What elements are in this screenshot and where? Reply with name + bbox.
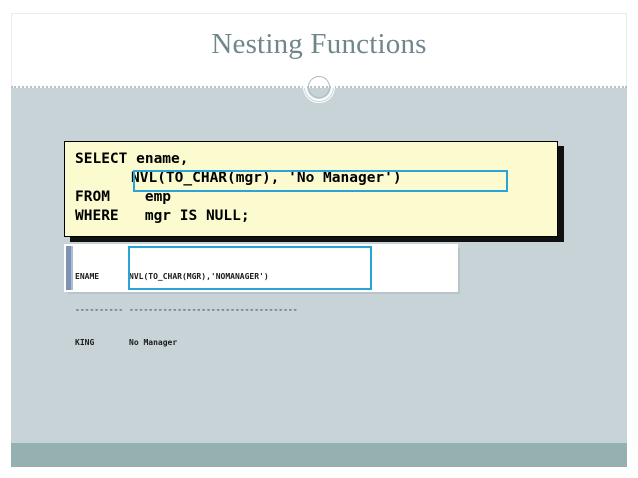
result-header-row: ENAME NVL(TO_CHAR(MGR),'NOMANAGER') — [75, 271, 450, 282]
table-row: KING No Manager — [75, 337, 450, 348]
code-line-where: WHERE mgr IS NULL; — [75, 208, 250, 224]
page-title: Nesting Functions — [211, 28, 427, 60]
result-separator-col-a: ---------- — [75, 305, 124, 314]
code-line-select: SELECT ename, — [75, 151, 189, 167]
code-line-from: FROM emp — [75, 189, 172, 205]
result-header-ename: ENAME — [75, 272, 100, 281]
result-left-accent-bar-secondary — [71, 246, 73, 290]
footer-band — [11, 443, 627, 467]
result-cell-nvl-value: No Manager — [129, 338, 178, 347]
query-result-panel: ENAME NVL(TO_CHAR(MGR),'NOMANAGER') ----… — [64, 244, 458, 347]
result-separator-col-b: ----------------------------------- — [129, 305, 298, 314]
result-separator-row: ---------- -----------------------------… — [75, 304, 450, 315]
result-grid: ENAME NVL(TO_CHAR(MGR),'NOMANAGER') ----… — [75, 249, 450, 370]
sql-code-block: SELECT ename, NVL(TO_CHAR(mgr), 'No Mana… — [64, 141, 558, 237]
result-header-nvl-expression: NVL(TO_CHAR(MGR),'NOMANAGER') — [129, 272, 269, 281]
code-line-nvl: NVL(TO_CHAR(mgr), 'No Manager') — [131, 170, 402, 186]
decorative-circle-icon — [303, 71, 335, 103]
result-cell-ename: KING — [75, 338, 95, 347]
